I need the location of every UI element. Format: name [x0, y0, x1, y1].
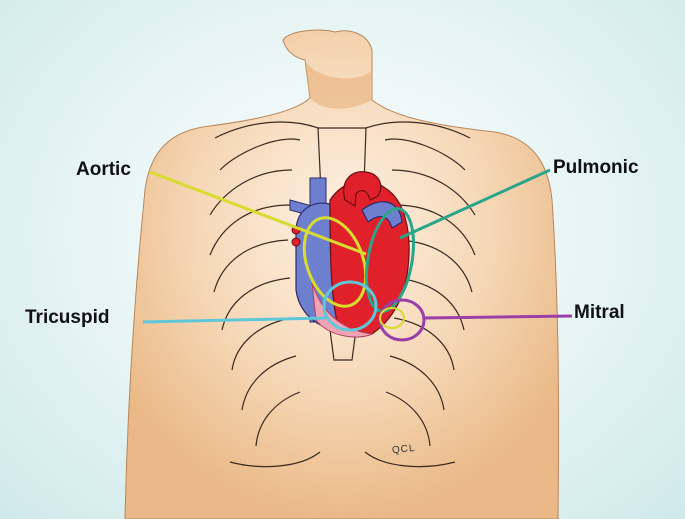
- aortic-leader: [149, 170, 367, 256]
- label-tricuspid: Tricuspid: [25, 307, 110, 328]
- mitral-leader: [423, 314, 573, 320]
- apex-highlight: [379, 307, 405, 329]
- tricuspid-leader: [142, 316, 327, 324]
- pericardium: [311, 281, 374, 338]
- aortic-arch: [343, 171, 382, 208]
- label-mitral: Mitral: [574, 302, 625, 323]
- neck-shadow: [305, 60, 372, 109]
- tricuspid-area: [322, 280, 378, 332]
- label-aortic: Aortic: [76, 159, 131, 180]
- pulmonic-leader: [399, 168, 551, 240]
- label-pulmonic: Pulmonic: [553, 157, 639, 178]
